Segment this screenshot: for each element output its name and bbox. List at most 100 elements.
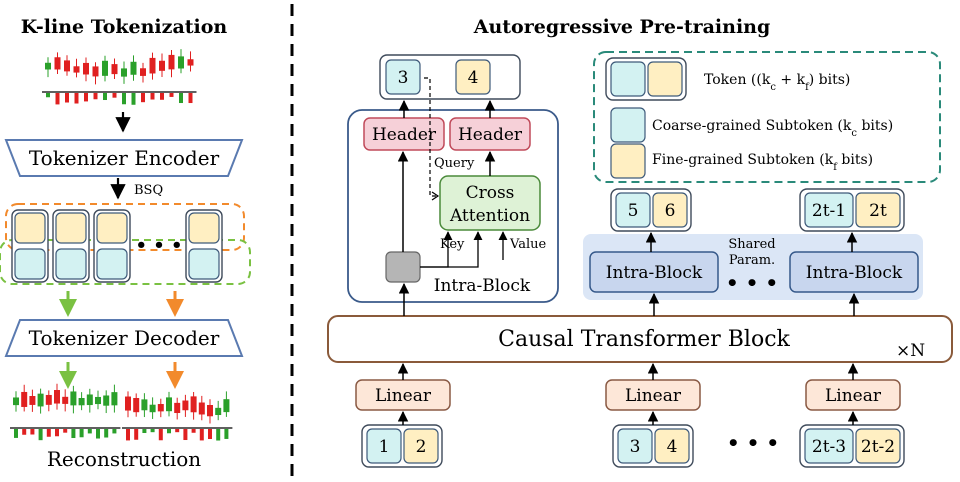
candle-body [70,391,77,406]
volume-bar [199,429,204,441]
candle-body [45,62,51,70]
key-label: Key [440,237,465,252]
causal-transformer-block: Causal Transformer Block ×N [327,315,953,363]
svg-text:Linear: Linear [625,386,682,406]
candle-body [149,57,156,74]
svg-text:Intra-Block: Intra-Block [606,263,703,283]
query-label: Query [434,156,475,171]
candle-body [54,390,60,404]
volume-bar [216,429,221,441]
svg-text:2: 2 [416,437,427,457]
candle-body [54,57,61,70]
candle-body [73,66,80,73]
svg-text:3: 3 [398,68,409,88]
linear-c: Linear [805,379,901,411]
legend-fine-label: Fine-grained Subtoken (kf bits) [652,152,873,173]
volume-bar [46,429,51,437]
candle-body [78,398,85,406]
candle-body [207,405,213,417]
feedback-arrow [424,77,436,197]
svg-text:Linear: Linear [375,386,432,406]
output-token-b: 2t-1 2t [799,188,905,232]
volume-bar [38,429,43,441]
volume-bar [79,429,84,438]
volume-bar [131,93,136,105]
feedback-arrowhead [431,191,440,201]
candle-body [140,68,146,76]
candle-body [182,400,189,411]
svg-text:3: 3 [630,437,641,457]
volume-bar [96,429,100,439]
inset-output-token: 3 4 [379,54,521,100]
decoder-label: Tokenizer Decoder [29,326,220,350]
volume-bar [65,93,69,103]
volume-bar [30,429,35,435]
candle-body [121,68,127,77]
volume-bar [224,429,229,439]
bsq-label: BSQ [134,183,163,198]
candle-body [223,399,230,413]
candle-body [215,407,222,416]
volume-bar [183,429,188,441]
volume-bar [55,93,60,105]
param-label: Param. [729,253,775,268]
intra-block-a: Intra-Block [589,251,719,293]
token-column [11,209,49,283]
volume-bar [63,429,68,433]
volume-bar [46,93,50,98]
volume-bar [112,429,117,434]
volume-bar [175,429,180,433]
candle-body [168,54,175,70]
coarse-header: Header [363,117,445,151]
volume-bar [55,429,59,437]
svg-text:Intra-Block: Intra-Block [806,263,903,283]
svg-text:2t-3: 2t-3 [812,437,846,457]
svg-text:1: 1 [379,437,390,457]
svg-text:4: 4 [667,437,678,457]
candle-body [174,402,181,414]
block-ellipsis: • • • [726,271,778,295]
volume-bar [126,429,130,441]
legend-token-label: Token ((kc + kf) bits) [704,72,850,93]
candle-body [45,394,52,405]
volume-bar [134,429,139,440]
candlestick-chart-input [42,49,197,105]
volume-bar [142,429,147,434]
candle-body [187,59,194,66]
volume-bar [141,93,145,103]
input-token-b: 3 4 [612,424,694,468]
candle-body [149,404,156,413]
left-title: K-line Tokenization [21,16,228,38]
volume-bar [188,93,193,104]
volume-bar [74,93,79,104]
legend-coarse-label: Coarse-grained Subtoken (kc bits) [652,118,893,139]
candlestick-chart-coarse-reconstruction [10,383,121,441]
volume-bar [208,429,212,440]
volume-bar [169,93,174,97]
volume-bar [84,93,88,102]
volume-bar [150,429,155,433]
svg-text:5: 5 [628,201,639,221]
candle-body [166,397,172,412]
reconstruction-label: Reconstruction [47,447,201,471]
candle-body [198,402,205,415]
candle-body [95,396,101,405]
svg-text:2t: 2t [869,201,887,221]
candle-body [130,61,137,75]
cross-attention: Cross Attention [439,175,541,231]
svg-text:6: 6 [665,201,676,221]
svg-text:2t-2: 2t-2 [861,437,895,457]
volume-bar [167,429,171,434]
svg-text:4: 4 [468,68,479,88]
svg-text:Header: Header [458,125,523,145]
volume-bar [14,429,18,438]
volume-bar [104,429,109,438]
candlestick-chart-fine-reconstruction [122,391,233,441]
candle-body [111,392,118,406]
candle-body [141,399,148,411]
input-token-a: 1 2 [361,424,443,468]
coarse-state-block [385,251,421,283]
fine-subtoken-group [5,203,245,251]
candle-body [178,56,184,69]
